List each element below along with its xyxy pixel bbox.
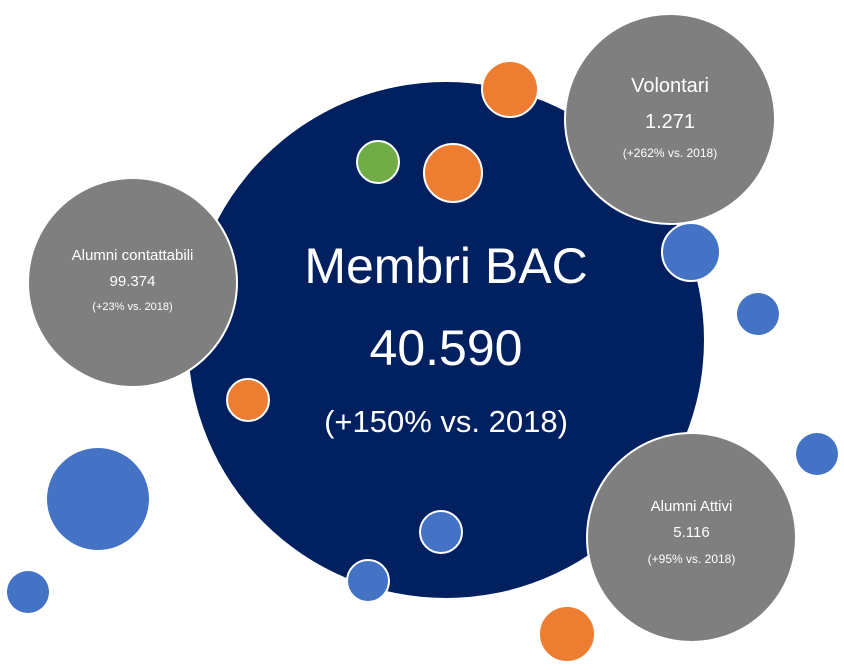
- main-value: 40.590: [369, 320, 523, 376]
- alumni-attivi-bubble: Alumni Attivi 5.116 (+95% vs. 2018): [586, 432, 797, 643]
- volontari-value: 1.271: [644, 111, 696, 133]
- alumni-attivi-title: Alumni Attivi: [650, 498, 733, 515]
- orange-dot: [226, 378, 270, 422]
- volontari-title: Volontari: [631, 75, 709, 97]
- green-dot: [356, 140, 400, 184]
- blue-dot: [661, 222, 721, 282]
- alumni-contattabili-bubble: Alumni contattabili 99.374 (+23% vs. 201…: [27, 177, 238, 388]
- blue-dot: [419, 510, 463, 554]
- alumni-contattabili-value: 99.374: [109, 273, 156, 290]
- alumni-attivi-value: 5.116: [673, 524, 710, 541]
- orange-dot: [538, 605, 596, 663]
- orange-dot: [481, 60, 539, 118]
- main-title: Membri BAC: [304, 238, 588, 294]
- alumni-contattabili-title: Alumni contattabili: [71, 247, 194, 264]
- orange-dot: [423, 143, 483, 203]
- blue-dot: [47, 448, 149, 550]
- volontari-change: (+262% vs. 2018): [622, 146, 718, 160]
- volontari-bubble: Volontari 1.271 (+262% vs. 2018): [564, 13, 776, 225]
- blue-dot: [796, 433, 838, 475]
- blue-dot: [346, 559, 390, 603]
- alumni-attivi-change: (+95% vs. 2018): [647, 552, 736, 566]
- blue-dot: [7, 571, 49, 613]
- alumni-contattabili-change: (+23% vs. 2018): [92, 301, 173, 313]
- blue-dot: [737, 293, 779, 335]
- main-change: (+150% vs. 2018): [324, 404, 568, 439]
